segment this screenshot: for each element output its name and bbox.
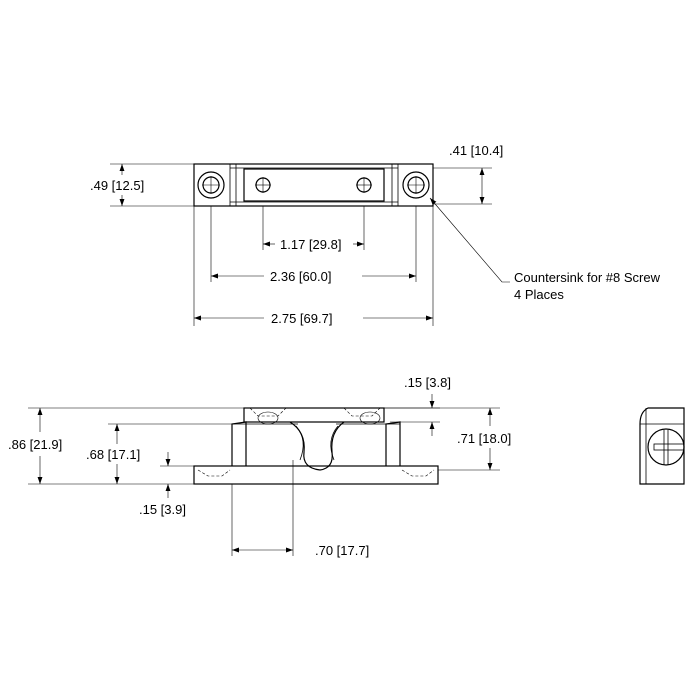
body-height-dimension: .68 [17.1] — [86, 423, 232, 484]
overall-height-label: .86 [21.9] — [8, 437, 62, 452]
base-thickness-label: .15 [3.9] — [139, 502, 186, 517]
end-roller-circle — [647, 428, 685, 466]
hole-diameter-dimension: .41 [10.4] — [433, 143, 503, 205]
center-holes-label: 1.17 [29.8] — [280, 237, 341, 252]
roller-right — [319, 411, 381, 471]
center-hole-right — [356, 177, 372, 193]
strike-plate — [243, 168, 385, 202]
overall-length-dimension: 2.75 [69.7] — [193, 206, 434, 326]
base-plate — [193, 465, 439, 485]
strike-height-dimension: .71 [18.0] — [384, 407, 511, 471]
side-view: .86 [21.9] .68 [17.1] .15 [3.9] .15 [3.8… — [8, 375, 511, 558]
hole-dia-label: .41 [10.4] — [449, 143, 503, 158]
strike-side — [243, 407, 385, 423]
note-line-2: 4 Places — [514, 287, 564, 302]
countersink-hole-left — [197, 171, 225, 199]
height-dimension: .49 [12.5] — [90, 163, 194, 207]
base-thickness-dimension: .15 [3.9] — [139, 452, 194, 517]
roller-span-dimension: .70 [17.7] — [231, 460, 369, 558]
top-view: .49 [12.5] .41 [10.4] 1.17 [29.8] 2.36 [… — [90, 143, 661, 326]
note-line-1: Countersink for #8 Screw — [514, 270, 661, 285]
countersink-hole-right — [402, 171, 430, 199]
mount-holes-dimension: 2.36 [60.0] — [210, 206, 417, 284]
strike-height-label: .71 [18.0] — [457, 431, 511, 446]
strike-thickness-dimension: .15 [3.8] — [384, 375, 451, 436]
end-view — [639, 407, 685, 485]
latch-outline — [193, 163, 434, 207]
roller-span-label: .70 [17.7] — [315, 543, 369, 558]
center-holes-dimension: 1.17 [29.8] — [262, 206, 365, 252]
body-height-label: .68 [17.1] — [86, 447, 140, 462]
height-dim-label: .49 [12.5] — [90, 178, 144, 193]
countersink-note: Countersink for #8 Screw 4 Places — [429, 197, 661, 302]
latch-housing — [231, 421, 401, 466]
mount-holes-label: 2.36 [60.0] — [270, 269, 331, 284]
overall-length-label: 2.75 [69.7] — [271, 311, 332, 326]
strike-thickness-label: .15 [3.8] — [404, 375, 451, 390]
overall-height-dimension: .86 [21.9] — [8, 407, 244, 485]
roller-left — [257, 411, 321, 471]
center-hole-left — [255, 177, 271, 193]
